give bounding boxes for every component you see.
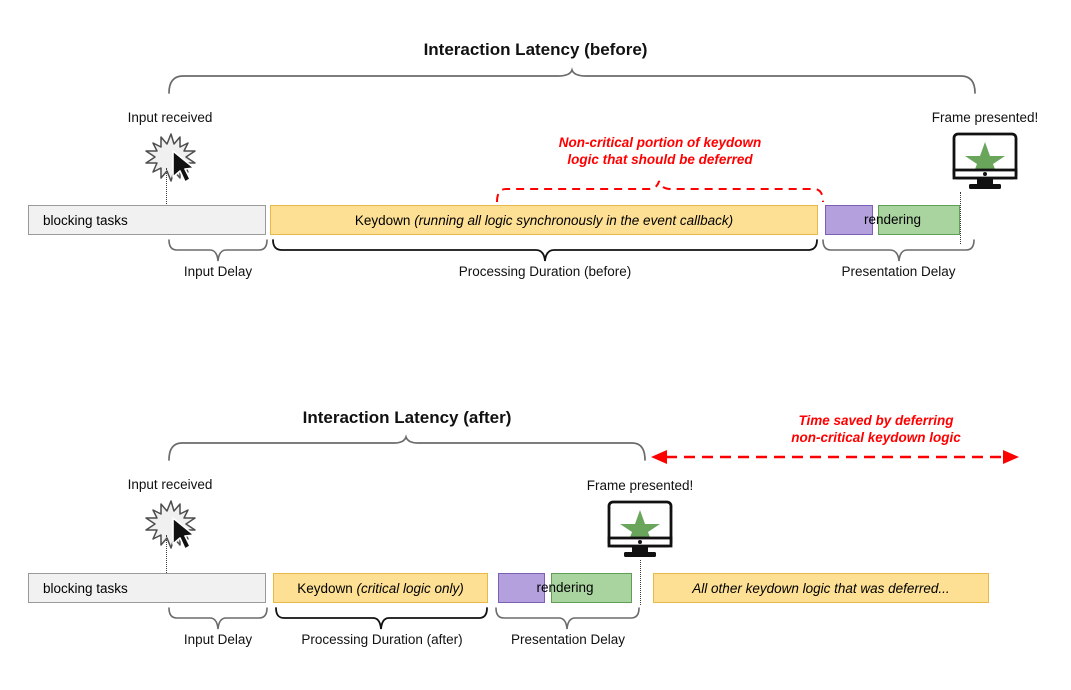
after-section-title: Interaction Latency (after) xyxy=(302,408,512,427)
before-bar-rendering-purple[interactable] xyxy=(825,205,873,235)
before-phase-label-input-delay: Input Delay xyxy=(183,264,253,279)
after-presentation-delay-brace xyxy=(495,607,640,630)
before-keydown-label: Keydown xyxy=(354,212,415,228)
after-phase-label-presentation: Presentation Delay xyxy=(510,632,626,647)
before-phase-label-processing: Processing Duration (before) xyxy=(458,264,632,279)
before-input-guide-line xyxy=(166,168,167,210)
after-time-saved-arrow xyxy=(651,450,1019,464)
before-frame-guide-line xyxy=(960,192,961,244)
after-bar-rendering-green[interactable] xyxy=(551,573,632,603)
after-keydown-detail: (critical logic only) xyxy=(356,580,464,596)
after-annotation: Time saved by deferring non-critical key… xyxy=(716,412,1036,446)
before-bar-blocking-tasks[interactable]: blocking tasks xyxy=(28,205,266,235)
after-keydown-label: Keydown xyxy=(297,580,357,596)
before-phase-label-presentation: Presentation Delay xyxy=(841,264,956,279)
after-bar-deferred-logic[interactable]: All other keydown logic that was deferre… xyxy=(653,573,989,603)
before-blocking-label: blocking tasks xyxy=(43,212,128,228)
star-icon xyxy=(965,142,1005,177)
after-blocking-label: blocking tasks xyxy=(43,580,128,596)
after-bar-keydown[interactable]: Keydown (critical logic only) xyxy=(273,573,488,603)
star-icon xyxy=(620,510,660,545)
mouse-cursor-icon xyxy=(172,150,195,183)
before-annotation-brace xyxy=(496,180,824,203)
after-frame-guide-line xyxy=(640,560,641,605)
after-annotation-line1: Time saved by deferring xyxy=(798,413,954,428)
after-input-guide-line xyxy=(166,535,167,575)
after-input-delay-brace xyxy=(168,607,268,630)
before-processing-duration-brace xyxy=(272,239,818,262)
before-input-burst-icon xyxy=(143,130,199,186)
before-bar-keydown[interactable]: Keydown (running all logic synchronously… xyxy=(270,205,818,235)
after-phase-label-processing: Processing Duration (after) xyxy=(301,632,463,647)
after-processing-duration-brace xyxy=(275,607,488,630)
mouse-cursor-icon xyxy=(172,517,195,550)
after-input-burst-icon xyxy=(143,497,199,553)
before-frame-presented-label: Frame presented! xyxy=(931,110,1039,125)
before-annotation-line2: logic that should be deferred xyxy=(567,152,753,167)
after-deferred-label: All other keydown logic that was deferre… xyxy=(692,580,950,596)
after-bar-blocking-tasks[interactable]: blocking tasks xyxy=(28,573,266,603)
before-section-title: Interaction Latency (before) xyxy=(423,40,648,59)
before-annotation: Non-critical portion of keydown logic th… xyxy=(470,134,850,168)
before-keydown-detail: (running all logic synchronously in the … xyxy=(414,212,734,228)
after-bar-rendering-purple[interactable] xyxy=(498,573,545,603)
before-monitor-icon xyxy=(948,132,1022,196)
after-latency-brace xyxy=(168,434,646,461)
before-input-received-label: Input received xyxy=(127,110,213,125)
before-input-delay-brace xyxy=(168,239,268,262)
after-frame-presented-label: Frame presented! xyxy=(586,478,694,493)
before-annotation-line1: Non-critical portion of keydown xyxy=(558,135,762,150)
after-annotation-line2: non-critical keydown logic xyxy=(791,430,961,445)
before-presentation-delay-brace xyxy=(822,239,975,262)
after-monitor-icon xyxy=(603,500,677,564)
before-bar-rendering-green[interactable] xyxy=(878,205,960,235)
after-rendering-label: rendering xyxy=(536,580,594,595)
after-phase-label-input-delay: Input Delay xyxy=(183,632,253,647)
before-rendering-label: rendering xyxy=(863,212,922,227)
after-input-received-label: Input received xyxy=(127,477,213,492)
before-latency-brace xyxy=(168,67,976,94)
